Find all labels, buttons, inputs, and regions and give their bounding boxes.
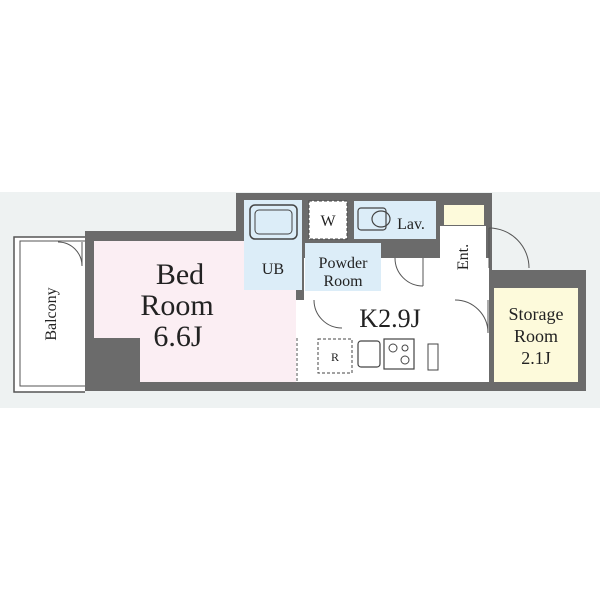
refrigerator-label: R xyxy=(331,350,339,364)
sink-icon xyxy=(357,340,381,368)
refrigerator-space xyxy=(317,338,353,374)
washer-label: W xyxy=(320,213,336,230)
toilet-bowl-icon xyxy=(371,210,391,228)
bathtub-inner-icon xyxy=(254,209,293,235)
powder-room-label-line2: Room xyxy=(323,273,363,290)
balcony xyxy=(13,236,85,393)
burner-icon xyxy=(401,344,409,352)
bedroom-label-line1: Bed xyxy=(156,258,204,291)
bedroom-area-label: 6.6J xyxy=(153,320,203,353)
balcony-label: Balcony xyxy=(43,287,60,340)
door-swings xyxy=(57,227,530,334)
powder-room-label-line1: Powder xyxy=(319,255,369,272)
toilet-icon xyxy=(357,207,387,231)
powder-room-floor xyxy=(305,243,381,291)
burner-icon xyxy=(388,343,398,353)
bathtub-icon xyxy=(249,204,298,240)
stove-icon xyxy=(383,338,415,370)
lavatory-label: Lav. xyxy=(397,216,425,233)
entrance-label: Ent. xyxy=(455,244,472,270)
kitchen-label: K2.9J xyxy=(359,304,420,333)
lavatory-floor xyxy=(354,201,436,239)
storage-label-line1: Storage xyxy=(509,304,564,324)
storage-room-floor xyxy=(494,288,578,382)
corridor-floor xyxy=(296,300,306,382)
unit-bath-label: UB xyxy=(262,261,284,278)
burner-icon xyxy=(400,355,410,365)
entrance-floor xyxy=(440,226,486,288)
kitchen-counter-icon xyxy=(427,343,439,371)
storage-area-label: 2.1J xyxy=(521,348,551,368)
storage-label-line2: Room xyxy=(514,326,558,346)
entrance-step xyxy=(444,205,484,225)
bedroom-label-line2: Room xyxy=(140,289,213,322)
washer-space xyxy=(308,200,348,240)
